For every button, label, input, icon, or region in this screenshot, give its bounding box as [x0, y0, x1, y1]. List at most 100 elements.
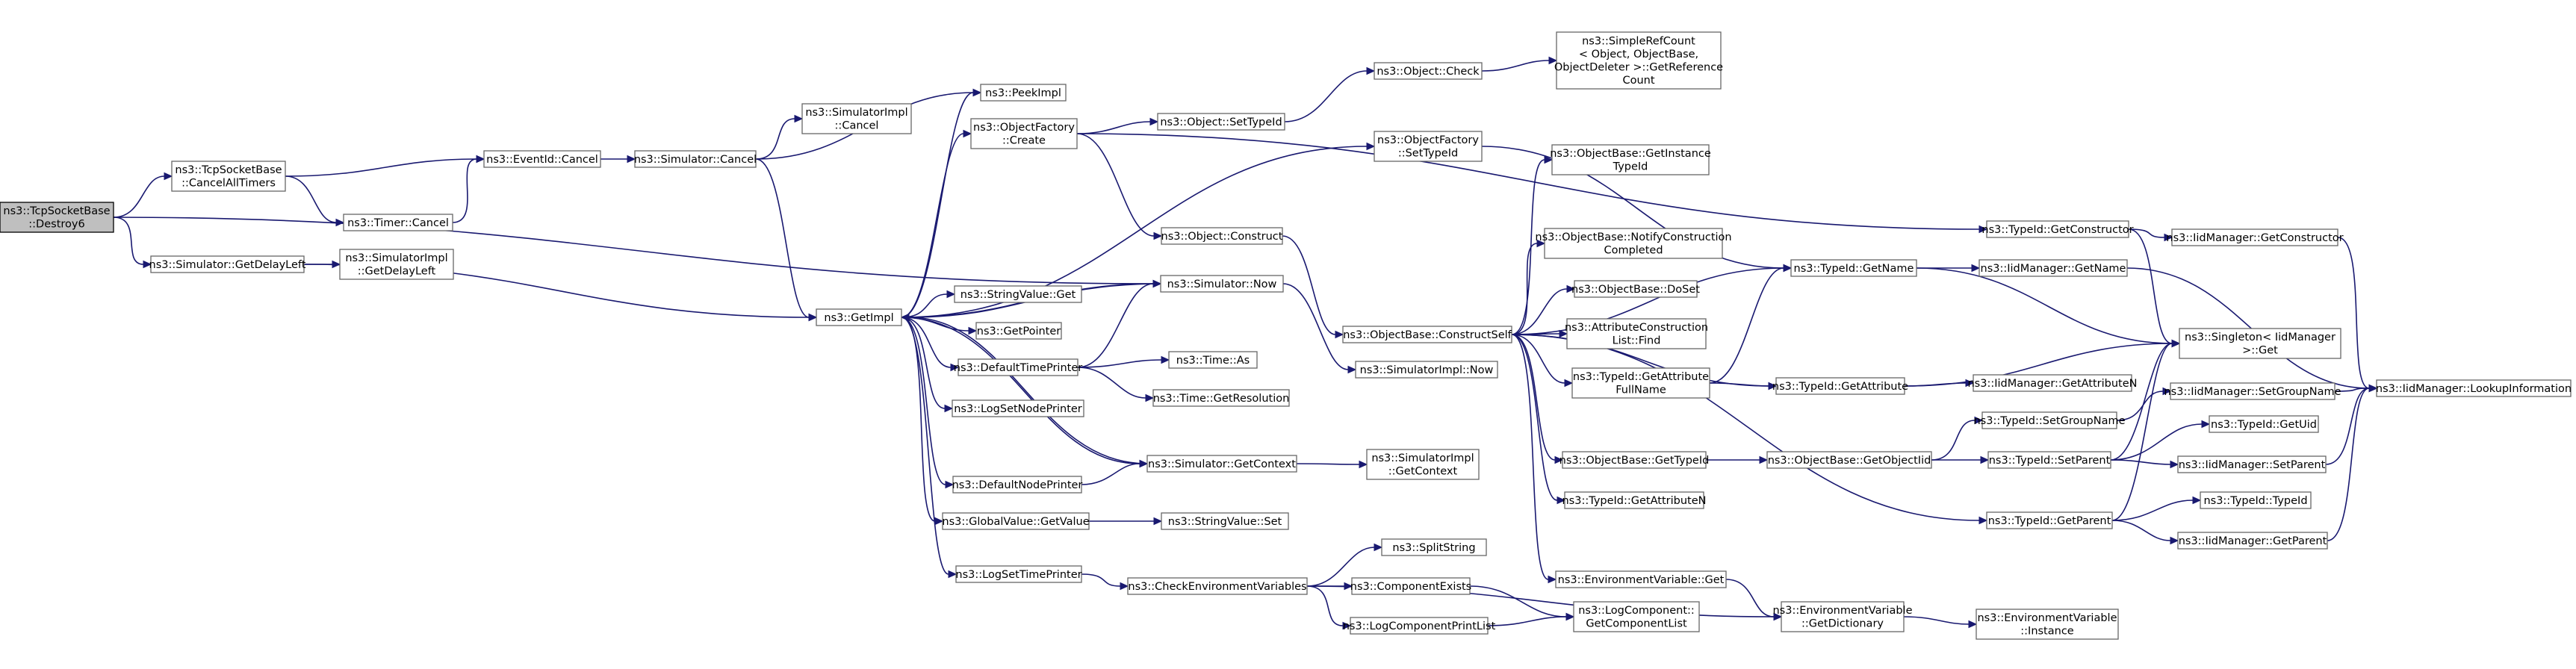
function-node-typeid-setparent[interactable]: ns3::TypeId::SetParent [1987, 451, 2111, 469]
edge-line [2337, 237, 2370, 389]
function-node-timer-cancel[interactable]: ns3::Timer::Cancel [343, 214, 453, 231]
function-node-envvar-get[interactable]: ns3::EnvironmentVariable::Get [1555, 570, 1727, 588]
function-node-iidmgr-getattributen[interactable]: ns3::IidManager::GetAttributeN [1967, 374, 2138, 392]
arrowhead-icon [1139, 459, 1149, 468]
function-node-typeid-typeid[interactable]: ns3::TypeId::TypeId [2200, 491, 2312, 509]
function-node-time-as[interactable]: ns3::Time::As [1168, 351, 1258, 369]
function-node-objbase-getobjectiid[interactable]: ns3::ObjectBase::GetObjectIid [1766, 451, 1932, 469]
node-label: ns3::Time::As [1176, 355, 1250, 367]
function-node-getimpl[interactable]: ns3::GetImpl [816, 308, 902, 326]
function-node-typeid-getconstructor[interactable]: ns3::TypeId::GetConstructor [1981, 220, 2134, 238]
edge-objfactory-create-to-typeid-getconstructor [1076, 133, 1988, 234]
node-label: ::GetContext [1388, 466, 1458, 478]
function-node-simplerefcount[interactable]: ns3::SimpleRefCount< Object, ObjectBase,… [1554, 31, 1723, 90]
function-node-objbase-constructself[interactable]: ns3::ObjectBase::ConstructSelf [1342, 326, 1512, 343]
function-node-globalvalue-getvalue[interactable]: ns3::GlobalValue::GetValue [942, 512, 1090, 530]
function-node-time-getresolution[interactable]: ns3::Time::GetResolution [1152, 389, 1290, 407]
function-node-default-time-printer[interactable]: ns3::DefaultTimePrinter [954, 358, 1082, 376]
arrowhead-icon [1149, 117, 1159, 126]
function-node-typeid-setgroupname[interactable]: ns3::TypeId::SetGroupName [1973, 411, 2126, 429]
edge-line [1076, 121, 1151, 134]
function-node-splitstring[interactable]: ns3::SplitString [1381, 538, 1487, 556]
function-node-objbase-gettypeid[interactable]: ns3::ObjectBase::GetTypeId [1559, 451, 1710, 469]
edge-simulator-cancel-to-getimpl [755, 158, 818, 322]
function-node-object-settypeid[interactable]: ns3::Object::SetTypeId [1157, 113, 1285, 131]
function-node-iidmgr-setgroupname[interactable]: ns3::IidManager::SetGroupName [2164, 382, 2341, 400]
function-node-stringvalue-get[interactable]: ns3::StringValue::Get [954, 285, 1082, 303]
function-node-singleton-get[interactable]: ns3::Singleton< IidManager >::Get [2179, 328, 2341, 359]
function-node-check-env-vars[interactable]: ns3::CheckEnvironmentVariables [1127, 577, 1308, 595]
function-node-eventid-cancel[interactable]: ns3::EventId::Cancel [483, 150, 601, 168]
function-node-peekimpl[interactable]: ns3::PeekImpl [980, 84, 1067, 102]
function-node-object-construct[interactable]: ns3::Object::Construct [1161, 227, 1283, 245]
node-label: ::Create [1002, 135, 1046, 147]
node-label: ns3::ObjectBase::GetInstance [1550, 148, 1711, 160]
function-node-log-setnodeprinter[interactable]: ns3::LogSetNodePrinter [952, 399, 1084, 417]
function-node-iidmgr-lookupinformation[interactable]: ns3::IidManager::LookupInformation [2376, 379, 2572, 397]
function-node-iidmgr-setparent[interactable]: ns3::IidManager::SetParent [2177, 455, 2327, 473]
function-node-destroy6[interactable]: ns3::TcpSocketBase::Destroy6 [0, 202, 114, 233]
node-label: ns3::SimulatorImpl [345, 252, 447, 264]
edge-line [1306, 585, 1344, 626]
edge-line [2327, 388, 2370, 541]
function-node-simimpl-getcontext[interactable]: ns3::SimulatorImpl::GetContext [1366, 449, 1480, 480]
node-box [952, 399, 1084, 417]
function-node-stringvalue-set[interactable]: ns3::StringValue::Set [1161, 512, 1289, 530]
arrowhead-icon [1559, 329, 1568, 338]
function-node-objfactory-create[interactable]: ns3::ObjectFactory::Create [970, 118, 1078, 149]
node-label: ns3::TypeId::TypeId [2203, 495, 2307, 507]
node-label: ns3::TypeId::GetAttribute [1772, 381, 1908, 393]
function-node-objfactory-settypeid[interactable]: ns3::ObjectFactory::SetTypeId [1374, 131, 1483, 162]
arrowhead-icon [948, 570, 958, 579]
edge-line [1511, 288, 1568, 335]
function-node-simimpl-now[interactable]: ns3::SimulatorImpl::Now [1355, 361, 1498, 379]
edge-objbase-constructself-to-typeid-getattributefullname [1511, 334, 1574, 388]
arrowhead-icon [1120, 582, 1129, 591]
function-node-log-component-printlist[interactable]: ns3::LogComponentPrintList [1343, 617, 1496, 635]
function-node-get-delay-left[interactable]: ns3::Simulator::GetDelayLeft [149, 255, 306, 273]
edge-getimpl-to-stringvalue-get [901, 290, 956, 318]
node-label: ns3::IidManager::GetParent [2179, 535, 2327, 547]
edge-getimpl-to-default-node-printer [901, 317, 955, 489]
function-node-iidmgr-getname[interactable]: ns3::IidManager::GetName [1978, 259, 2128, 277]
function-node-objbase-notifyconstruction[interactable]: ns3::ObjectBase::NotifyConstructionCompl… [1535, 228, 1732, 259]
node-label: ns3::SimpleRefCount [1582, 36, 1695, 48]
function-node-typeid-getattributen[interactable]: ns3::TypeId::GetAttributeN [1562, 491, 1707, 509]
function-node-typeid-getparent[interactable]: ns3::TypeId::GetParent [1986, 511, 2113, 529]
function-node-simulator-cancel[interactable]: ns3::Simulator::Cancel [634, 150, 757, 168]
function-node-objbase-doset[interactable]: ns3::ObjectBase::DoSet [1571, 280, 1700, 298]
function-node-default-node-printer[interactable]: ns3::DefaultNodePrinter [952, 476, 1083, 494]
edge-line [901, 146, 1368, 318]
function-node-cancel-all-timers[interactable]: ns3::TcpSocketBase::CancelAllTimers [171, 161, 286, 192]
function-node-typeid-getuid[interactable]: ns3::TypeId::GetUid [2209, 415, 2319, 433]
function-node-iidmgr-getparent[interactable]: ns3::IidManager::GetParent [2177, 532, 2328, 550]
arrowhead-icon [1548, 56, 1558, 65]
function-node-log-settimeprinter[interactable]: ns3::LogSetTimePrinter [955, 565, 1082, 583]
function-node-logcomponent-getlist[interactable]: ns3::LogComponent::GetComponentList [1573, 601, 1700, 632]
function-node-object-check[interactable]: ns3::Object::Check [1374, 62, 1483, 80]
edge-line [1487, 616, 1567, 626]
arrowhead-icon [335, 218, 345, 227]
node-box [0, 202, 114, 233]
function-node-simulator-getcontext[interactable]: ns3::Simulator::GetContext [1146, 455, 1297, 473]
function-node-typeid-getattribute[interactable]: ns3::TypeId::GetAttribute [1772, 377, 1908, 395]
edge-line [285, 175, 337, 223]
function-node-typeid-getname[interactable]: ns3::TypeId::GetName [1790, 259, 1917, 277]
node-label: Count [1622, 75, 1654, 87]
function-node-simimpl-getdelayleft[interactable]: ns3::SimulatorImpl::GetDelayLeft [339, 249, 454, 280]
function-node-iidmgr-getconstructor[interactable]: ns3::IidManager::GetConstructor [2166, 228, 2344, 246]
node-label: ns3::GlobalValue::GetValue [942, 516, 1089, 528]
function-node-component-exists[interactable]: ns3::ComponentExists [1350, 577, 1472, 595]
function-node-simulator-now[interactable]: ns3::Simulator::Now [1160, 275, 1284, 293]
edge-objbase-getobjectiid-to-typeid-setgroupname [1931, 416, 1984, 461]
edge-line [113, 217, 144, 265]
arrowhead-icon [1153, 517, 1163, 526]
function-node-getpointer[interactable]: ns3::GetPointer [975, 322, 1062, 340]
function-node-simimpl-cancel[interactable]: ns3::SimulatorImpl::Cancel [801, 103, 912, 134]
node-label: ns3::Object::Construct [1161, 231, 1283, 243]
function-node-envvar-instance[interactable]: ns3::EnvironmentVariable::Instance [1976, 609, 2119, 640]
function-node-envvar-getdictionary[interactable]: ns3::EnvironmentVariable::GetDictionary [1772, 601, 1913, 632]
